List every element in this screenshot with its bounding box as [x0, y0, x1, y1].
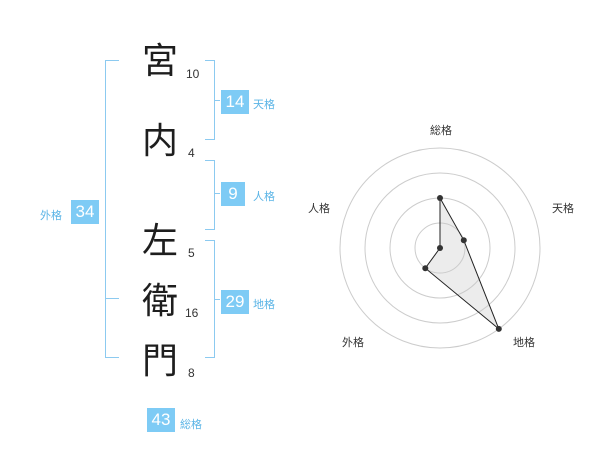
radar-ring-4: [339, 147, 541, 349]
kanji-2: 内: [141, 121, 178, 162]
soukaku-label: 総格: [180, 418, 202, 431]
soukaku-value-badge: 43: [147, 408, 175, 432]
radar-polygon: [424, 196, 500, 330]
chikaku-connector: [214, 299, 220, 300]
radar-axis-label-chikaku: 地格: [513, 335, 535, 349]
radar-point-0: [437, 195, 443, 201]
radar-point-4: [437, 245, 443, 251]
radar-ring-2: [389, 197, 491, 299]
tenkaku-connector: [214, 100, 220, 101]
radar-axis-label-gaikaku: 外格: [342, 335, 364, 349]
radar-axis-label-soukaku: 総格: [430, 123, 452, 137]
jinkaku-bracket: [205, 160, 215, 230]
chikaku-label: 地格: [253, 298, 275, 311]
gaikaku-value-badge: 34: [71, 200, 99, 224]
gaikaku-bracket: [105, 60, 119, 358]
jinkaku-connector: [214, 193, 220, 194]
radar-point-3: [422, 265, 429, 272]
chikaku-value-badge: 29: [221, 290, 249, 314]
radar-ring-3: [364, 172, 516, 324]
stroke-count-5: 8: [188, 366, 195, 380]
gaikaku-split: [105, 298, 119, 299]
kanji-5: 門: [141, 341, 178, 382]
radar-point-1: [460, 237, 467, 244]
radar-ring-1: [414, 222, 466, 274]
kanji-3: 左: [141, 221, 178, 262]
kanji-1: 宮: [141, 41, 178, 82]
radar-axis-label-tenkaku: 天格: [552, 201, 574, 215]
jinkaku-value-badge: 9: [221, 182, 245, 206]
stroke-count-3: 5: [188, 246, 195, 260]
stroke-count-4: 16: [185, 306, 199, 320]
gaikaku-label: 外格: [40, 209, 62, 222]
radar-center: [437, 245, 443, 251]
stroke-count-2: 4: [188, 146, 195, 160]
tenkaku-value-badge: 14: [221, 90, 249, 114]
jinkaku-label: 人格: [253, 190, 275, 203]
kanji-4: 衛: [141, 281, 178, 322]
radar-point-2: [495, 325, 502, 332]
tenkaku-label: 天格: [253, 98, 275, 111]
radar-axis-label-jinkaku: 人格: [308, 201, 330, 215]
stroke-count-1: 10: [186, 67, 200, 81]
